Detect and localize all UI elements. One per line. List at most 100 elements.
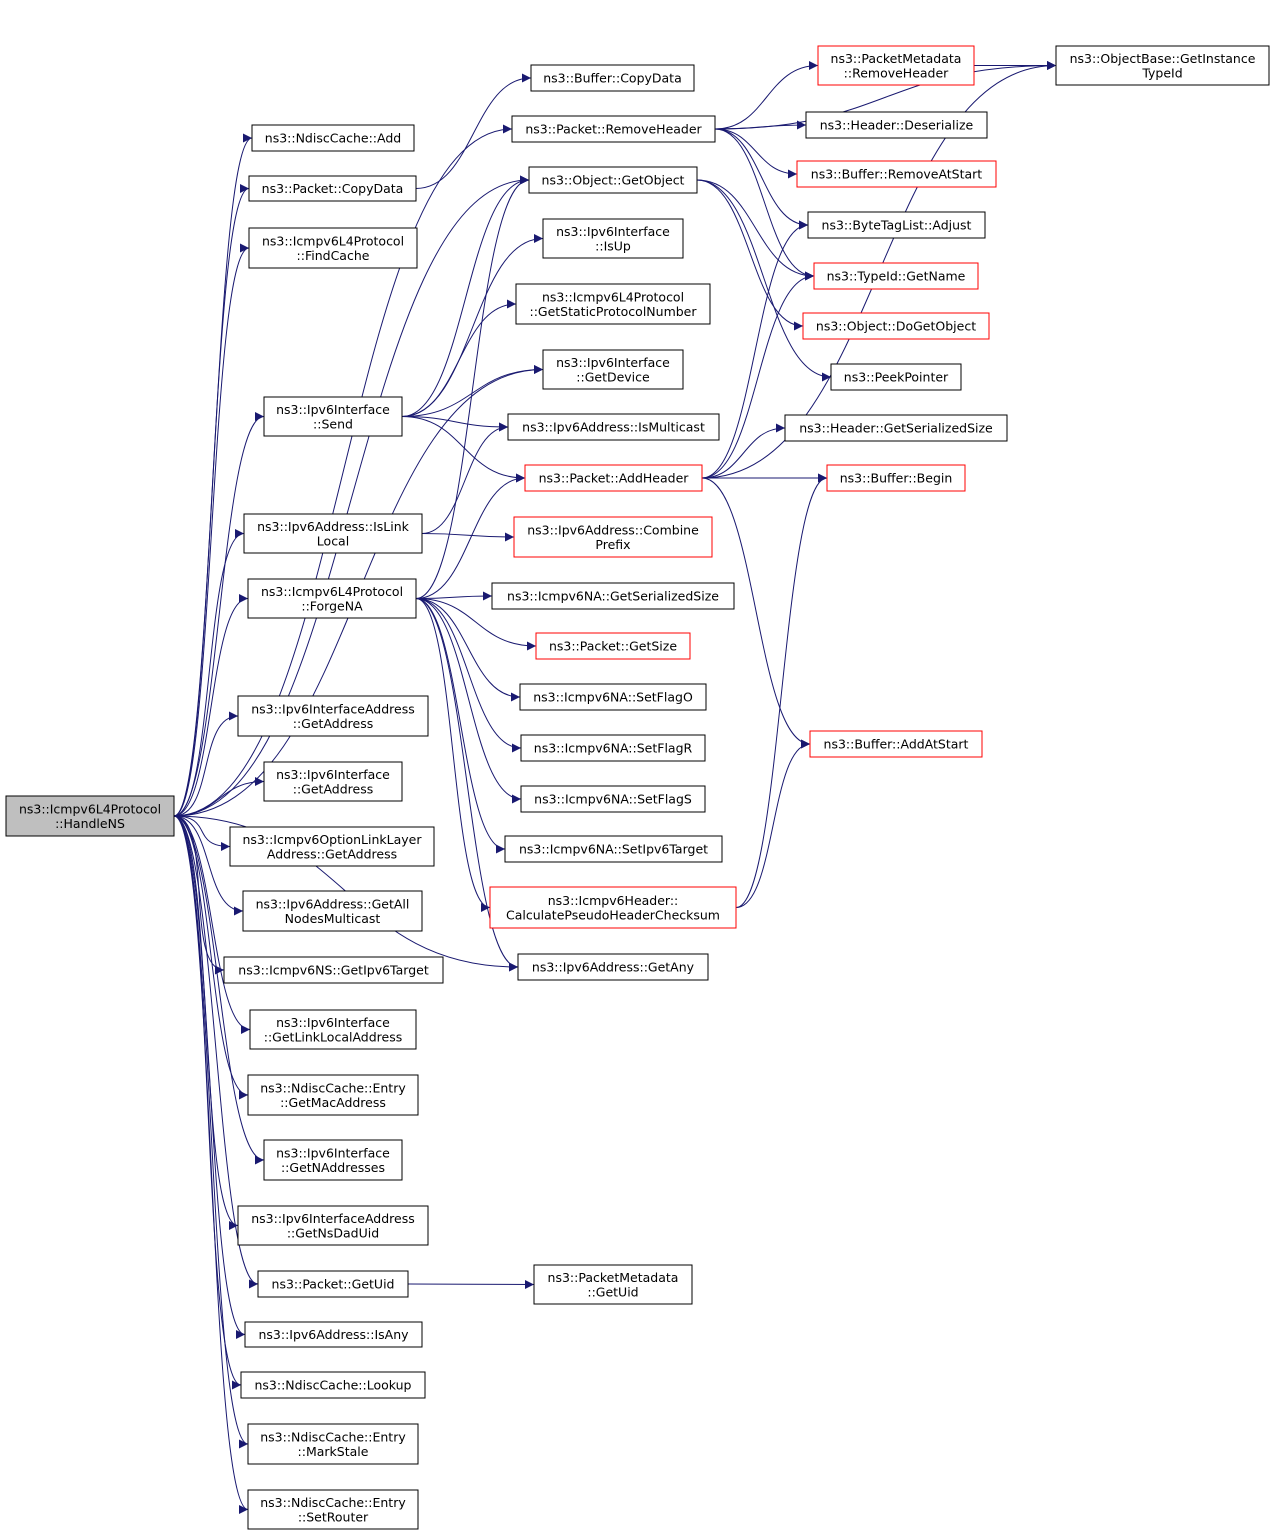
node-ipv6if_getaddress[interactable]: ns3::Ipv6Interface::GetAddress bbox=[263, 761, 403, 802]
node-ifaddr_getaddress[interactable]: ns3::Ipv6InterfaceAddress::GetAddress bbox=[237, 695, 429, 737]
node-na_serialized[interactable]: ns3::Icmpv6NA::GetSerializedSize bbox=[491, 582, 735, 610]
node-box-findcache[interactable] bbox=[248, 227, 418, 269]
node-box-hdr_deserialize[interactable] bbox=[805, 111, 988, 139]
node-box-ns_getipv6target[interactable] bbox=[223, 956, 444, 984]
node-markstale[interactable]: ns3::NdiscCache::Entry::MarkStale bbox=[247, 1423, 419, 1465]
node-ipv6if_send[interactable]: ns3::Ipv6Interface::Send bbox=[263, 396, 403, 437]
node-box-setrouter[interactable] bbox=[247, 1489, 419, 1530]
node-meta_removeheader[interactable]: ns3::PacketMetadata::RemoveHeader bbox=[817, 45, 975, 86]
node-ns_getipv6target[interactable]: ns3::Icmpv6NS::GetIpv6Target bbox=[223, 956, 444, 984]
node-isany[interactable]: ns3::Ipv6Address::IsAny bbox=[244, 1321, 423, 1348]
node-getnaddresses[interactable]: ns3::Ipv6Interface::GetNAddresses bbox=[263, 1139, 403, 1181]
node-box-isany[interactable] bbox=[244, 1321, 423, 1348]
node-buf_begin[interactable]: ns3::Buffer::Begin bbox=[826, 464, 966, 492]
node-box-forgena[interactable] bbox=[247, 578, 417, 619]
node-buf_copydata[interactable]: ns3::Buffer::CopyData bbox=[530, 64, 695, 92]
node-box-isup[interactable] bbox=[542, 218, 684, 259]
node-box-meta_getuid[interactable] bbox=[533, 1264, 693, 1305]
node-box-ipv6if_send[interactable] bbox=[263, 396, 403, 437]
node-box-setflagr[interactable] bbox=[520, 734, 706, 762]
node-box-getdevice[interactable] bbox=[542, 349, 684, 390]
node-getlinklocal[interactable]: ns3::Ipv6Interface::GetLinkLocalAddress bbox=[249, 1009, 417, 1050]
node-box-getnsdaduid[interactable] bbox=[237, 1205, 429, 1246]
node-ndisc_add[interactable]: ns3::NdiscCache::Add bbox=[251, 124, 415, 152]
node-setflago[interactable]: ns3::Icmpv6NA::SetFlagO bbox=[519, 683, 707, 711]
node-box-islinklocal[interactable] bbox=[243, 513, 423, 554]
node-peekpointer[interactable]: ns3::PeekPointer bbox=[830, 363, 962, 391]
node-getany[interactable]: ns3::Ipv6Address::GetAny bbox=[517, 953, 709, 981]
node-box-getlinklocal[interactable] bbox=[249, 1009, 417, 1050]
node-box-buf_begin[interactable] bbox=[826, 464, 966, 492]
node-setflagr[interactable]: ns3::Icmpv6NA::SetFlagR bbox=[520, 734, 706, 762]
node-box-getany[interactable] bbox=[517, 953, 709, 981]
node-box-markstale[interactable] bbox=[247, 1423, 419, 1465]
node-setipv6target[interactable]: ns3::Icmpv6NA::SetIpv6Target bbox=[504, 835, 723, 863]
node-box-pkt_copydata[interactable] bbox=[248, 175, 417, 202]
node-hdr_deserialize[interactable]: ns3::Header::Deserialize bbox=[805, 111, 988, 139]
node-setrouter[interactable]: ns3::NdiscCache::Entry::SetRouter bbox=[247, 1489, 419, 1530]
node-removeheader[interactable]: ns3::Packet::RemoveHeader bbox=[511, 115, 716, 143]
node-box-root[interactable] bbox=[5, 795, 175, 837]
node-box-buf_removeatstart[interactable] bbox=[796, 160, 997, 188]
node-box-buf_copydata[interactable] bbox=[530, 64, 695, 92]
node-box-ismulticast[interactable] bbox=[507, 413, 720, 441]
node-root[interactable]: ns3::Icmpv6L4Protocol::HandleNS bbox=[5, 795, 175, 837]
node-bytetag_adjust[interactable]: ns3::ByteTagList::Adjust bbox=[807, 211, 986, 239]
node-box-getobject[interactable] bbox=[528, 166, 698, 194]
node-pkt_getuid[interactable]: ns3::Packet::GetUid bbox=[257, 1270, 409, 1298]
node-getnsdaduid[interactable]: ns3::Ipv6InterfaceAddress::GetNsDadUid bbox=[237, 1205, 429, 1246]
node-box-optlinklayer[interactable] bbox=[229, 826, 435, 867]
node-dogetobject[interactable]: ns3::Object::DoGetObject bbox=[802, 312, 990, 340]
node-buf_addatstart[interactable]: ns3::Buffer::AddAtStart bbox=[809, 730, 983, 758]
node-getdevice[interactable]: ns3::Ipv6Interface::GetDevice bbox=[542, 349, 684, 390]
node-box-pkt_getsize[interactable] bbox=[535, 632, 691, 660]
node-box-getnaddresses[interactable] bbox=[263, 1139, 403, 1181]
node-box-getinstancetypeid[interactable] bbox=[1055, 45, 1270, 86]
node-setflags[interactable]: ns3::Icmpv6NA::SetFlagS bbox=[520, 785, 706, 813]
node-box-setflago[interactable] bbox=[519, 683, 707, 711]
node-box-setflags[interactable] bbox=[520, 785, 706, 813]
node-lookup[interactable]: ns3::NdiscCache::Lookup bbox=[240, 1371, 426, 1399]
node-buf_removeatstart[interactable]: ns3::Buffer::RemoveAtStart bbox=[796, 160, 997, 188]
node-hdr_serialized[interactable]: ns3::Header::GetSerializedSize bbox=[784, 414, 1008, 442]
node-pkt_copydata[interactable]: ns3::Packet::CopyData bbox=[248, 175, 417, 202]
node-box-na_serialized[interactable] bbox=[491, 582, 735, 610]
node-box-peekpointer[interactable] bbox=[830, 363, 962, 391]
node-box-bytetag_adjust[interactable] bbox=[807, 211, 986, 239]
node-box-getallnodes[interactable] bbox=[242, 890, 423, 932]
node-box-pkt_getuid[interactable] bbox=[257, 1270, 409, 1298]
node-box-entry_getmac[interactable] bbox=[247, 1074, 419, 1116]
node-typeid_getname[interactable]: ns3::TypeId::GetName bbox=[813, 262, 979, 290]
node-box-hdr_serialized[interactable] bbox=[784, 414, 1008, 442]
node-optlinklayer[interactable]: ns3::Icmpv6OptionLinkLayerAddress::GetAd… bbox=[229, 826, 435, 867]
node-meta_getuid[interactable]: ns3::PacketMetadata::GetUid bbox=[533, 1264, 693, 1305]
node-box-ndisc_add[interactable] bbox=[251, 124, 415, 152]
node-staticproto[interactable]: ns3::Icmpv6L4Protocol::GetStaticProtocol… bbox=[515, 283, 711, 325]
node-box-lookup[interactable] bbox=[240, 1371, 426, 1399]
node-addheader[interactable]: ns3::Packet::AddHeader bbox=[524, 464, 703, 492]
node-getobject[interactable]: ns3::Object::GetObject bbox=[528, 166, 698, 194]
node-box-addheader[interactable] bbox=[524, 464, 703, 492]
node-isup[interactable]: ns3::Ipv6Interface::IsUp bbox=[542, 218, 684, 259]
node-box-setipv6target[interactable] bbox=[504, 835, 723, 863]
node-box-ifaddr_getaddress[interactable] bbox=[237, 695, 429, 737]
node-box-meta_removeheader[interactable] bbox=[817, 45, 975, 86]
node-box-dogetobject[interactable] bbox=[802, 312, 990, 340]
node-findcache[interactable]: ns3::Icmpv6L4Protocol::FindCache bbox=[248, 227, 418, 269]
node-pseudochecksum[interactable]: ns3::Icmpv6Header::CalculatePseudoHeader… bbox=[489, 886, 737, 929]
node-box-pseudochecksum[interactable] bbox=[489, 886, 737, 929]
node-pkt_getsize[interactable]: ns3::Packet::GetSize bbox=[535, 632, 691, 660]
node-box-staticproto[interactable] bbox=[515, 283, 711, 325]
node-forgena[interactable]: ns3::Icmpv6L4Protocol::ForgeNA bbox=[247, 578, 417, 619]
node-box-removeheader[interactable] bbox=[511, 115, 716, 143]
node-ismulticast[interactable]: ns3::Ipv6Address::IsMulticast bbox=[507, 413, 720, 441]
node-box-buf_addatstart[interactable] bbox=[809, 730, 983, 758]
node-box-ipv6if_getaddress[interactable] bbox=[263, 761, 403, 802]
node-box-typeid_getname[interactable] bbox=[813, 262, 979, 290]
node-entry_getmac[interactable]: ns3::NdiscCache::Entry::GetMacAddress bbox=[247, 1074, 419, 1116]
node-box-combineprefix[interactable] bbox=[513, 516, 713, 558]
